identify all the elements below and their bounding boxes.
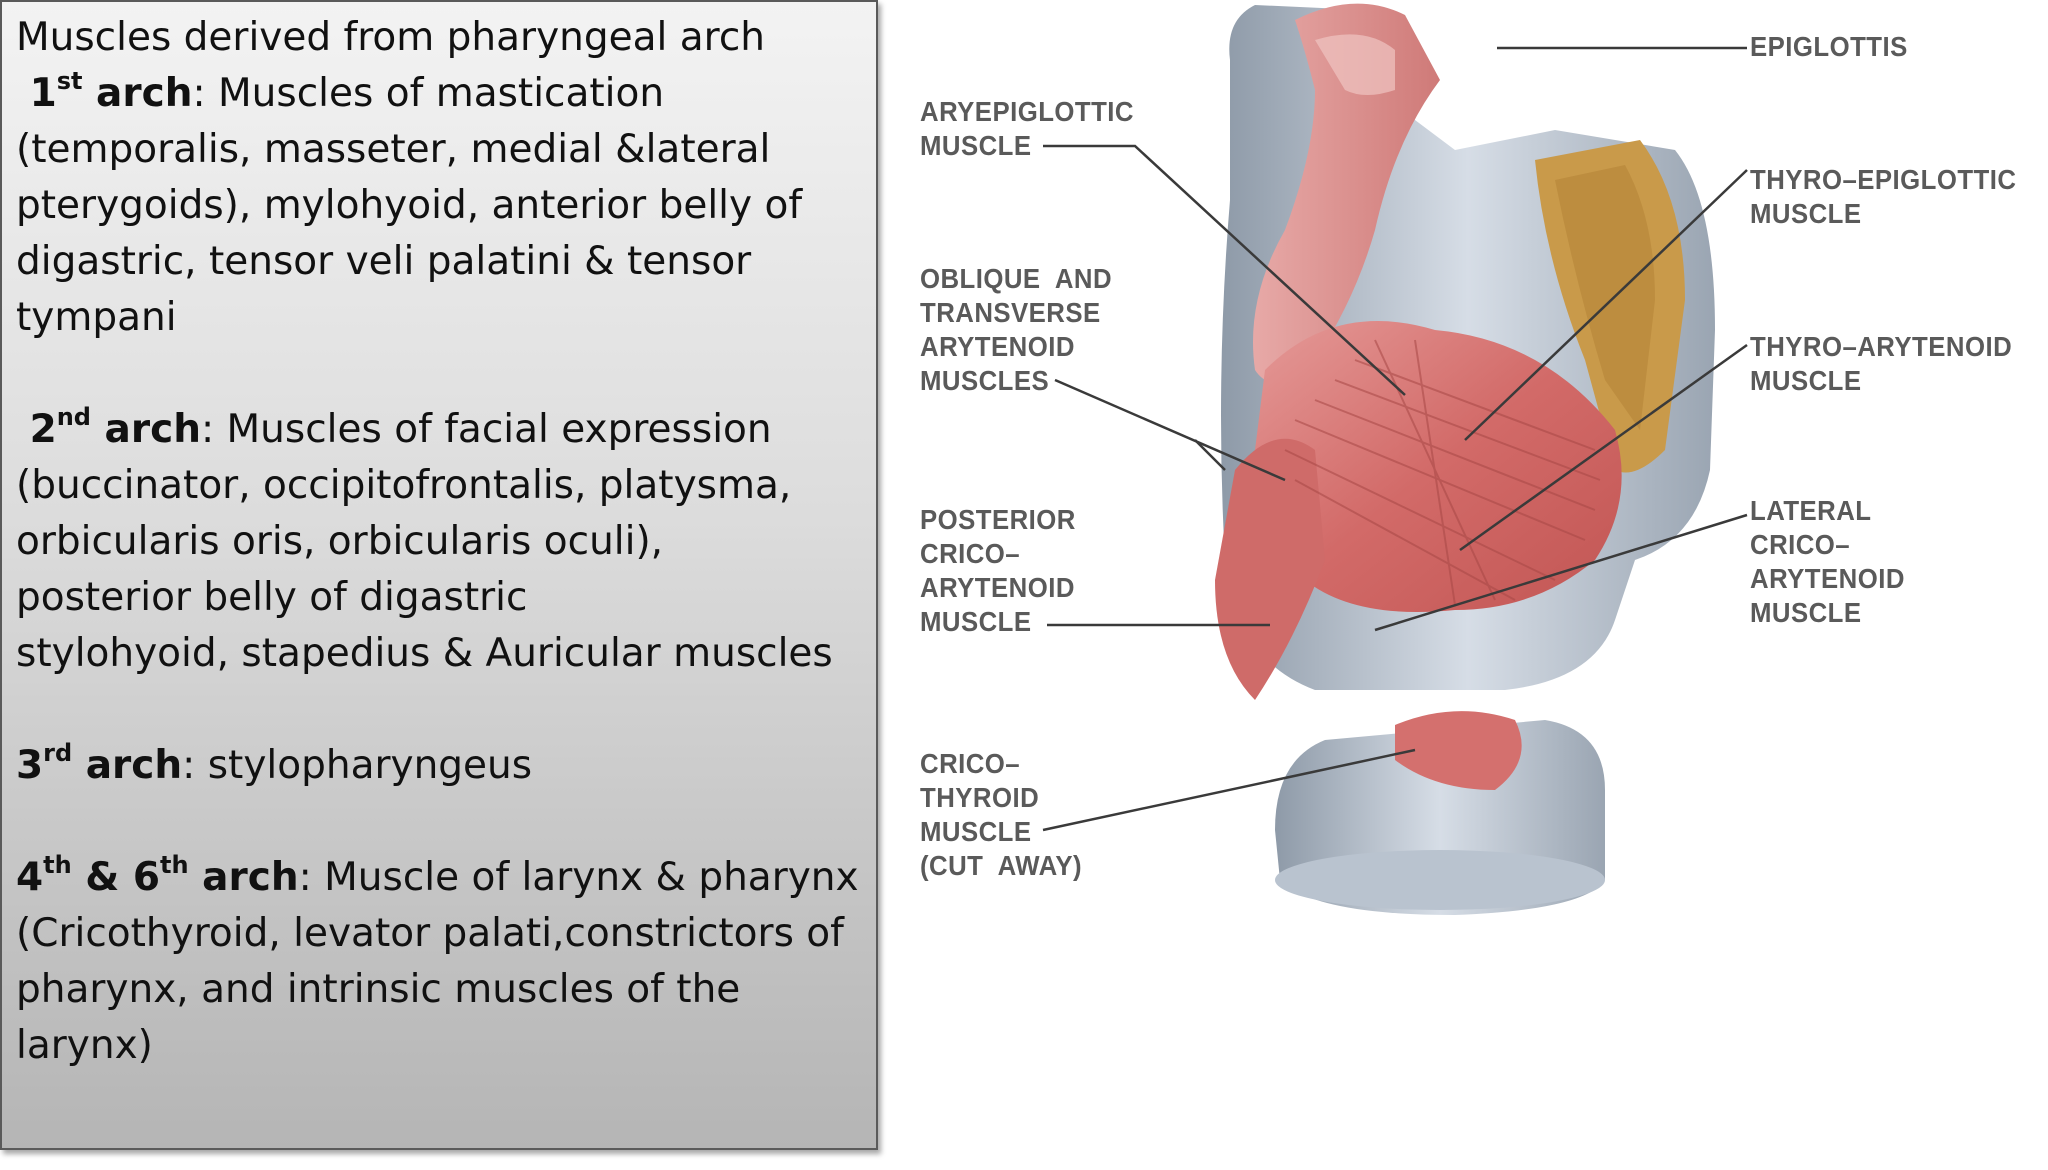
arch2-line: orbicularis oris, orbicularis oculi), [16, 519, 664, 564]
arch2-line: (buccinator, occipitofrontalis, platysma… [16, 463, 792, 508]
label-thyro-epiglottic-muscle: THYRO–EPIGLOTTIC MUSCLE [1750, 164, 2017, 229]
arch46-line: (Cricothyroid, levator palati,constricto… [16, 911, 844, 956]
arch2-title: 2nd arch: Muscles of facial expression [29, 403, 772, 452]
arch1-line: pterygoids), mylohyoid, anterior belly o… [16, 183, 803, 228]
heading: Muscles derived from pharyngeal arch [16, 15, 765, 60]
arch46-line: pharynx, and intrinsic muscles of the la… [16, 967, 741, 1068]
arch1-line: digastric, tensor veli palatini & tensor [16, 239, 752, 284]
arch3-title: 3rd arch: stylopharyngeus [16, 739, 533, 788]
arch2-line: posterior belly of digastric [16, 575, 528, 620]
larynx-muscles-figure: EPIGLOTTIS ARYEPIGLOTTIC MUSCLE THYRO–EP… [895, 0, 2048, 1170]
label-cricothyroid-muscle: CRICO– THYROID MUSCLE (CUT AWAY) [920, 748, 1083, 881]
label-posterior-crico-arytenoid-muscle: POSTERIOR CRICO– ARYTENOID MUSCLE [920, 504, 1076, 637]
label-thyro-arytenoid-muscle: THYRO–ARYTENOID MUSCLE [1750, 331, 2013, 396]
arch1-title: 1st arch: Muscles of mastication [29, 67, 665, 116]
arch1-line: tympani [16, 295, 177, 340]
arch2-line: stylohyoid, stapedius & Auricular muscle… [16, 631, 833, 676]
label-aryepiglottic-muscle: ARYEPIGLOTTIC MUSCLE [920, 96, 1134, 161]
arch-muscles-text-box: Muscles derived from pharyngeal arch 1st… [0, 0, 878, 1150]
label-lateral-crico-arytenoid-muscle: LATERAL CRICO– ARYTENOID MUSCLE [1750, 495, 1905, 628]
arch46-title: 4th & 6th arch: Muscle of larynx & phary… [16, 851, 859, 900]
larynx-illustration [1042, 3, 1748, 915]
label-epiglottis: EPIGLOTTIS [1750, 31, 1908, 62]
arch1-line: (temporalis, masseter, medial &lateral [16, 127, 771, 172]
label-oblique-transverse-arytenoid-muscles: OBLIQUE AND TRANSVERSE ARYTENOID MUSCLES [920, 263, 1113, 396]
